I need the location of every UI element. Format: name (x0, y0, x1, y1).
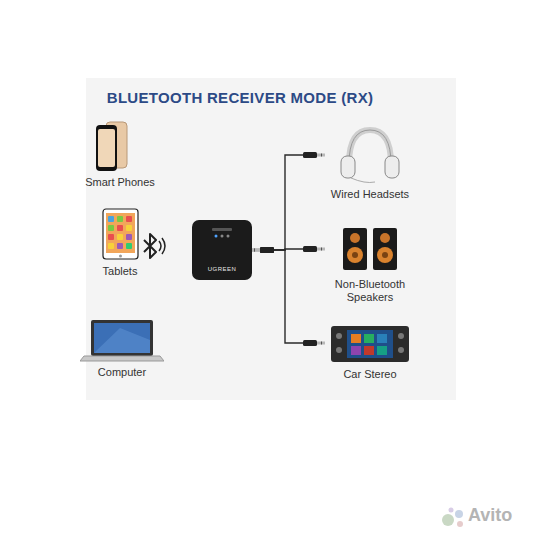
device-caption: Wired Headsets (325, 188, 415, 201)
tablet-illustration (82, 207, 158, 261)
headset-device: Wired Headsets (325, 126, 415, 203)
laptop-illustration (80, 318, 164, 362)
audio-cable (252, 152, 325, 253)
diagram-title: BLUETOOTH RECEIVER MODE (RX) (90, 89, 390, 106)
audio-cable (252, 247, 325, 346)
phone-device: Smart Phones (82, 120, 158, 191)
bluetooth-symbol (144, 234, 165, 258)
watermark: Avito (468, 505, 512, 526)
stereo-illustration (325, 322, 415, 364)
device-caption: Smart Phones (82, 176, 158, 189)
panel (86, 78, 456, 400)
speakers-illustration (325, 224, 415, 274)
device-caption: Tablets (82, 265, 158, 278)
device-caption: Non-Bluetooth Speakers (325, 278, 415, 303)
headset-illustration (325, 126, 415, 184)
phone-illustration (82, 120, 158, 172)
device-leds (192, 220, 252, 250)
tablet-device: Tablets (82, 207, 158, 280)
computer-device: Computer (80, 318, 164, 381)
receiver-device: UGREEN (192, 220, 252, 280)
audio-cable (252, 246, 325, 253)
device-caption: Computer (80, 366, 164, 379)
watermark-logo (442, 508, 463, 528)
car-stereo-device: Car Stereo (325, 322, 415, 383)
brand-text: UGREEN (192, 266, 252, 272)
speaker-device: Non-Bluetooth Speakers (325, 224, 415, 306)
device-caption: Car Stereo (325, 368, 415, 381)
